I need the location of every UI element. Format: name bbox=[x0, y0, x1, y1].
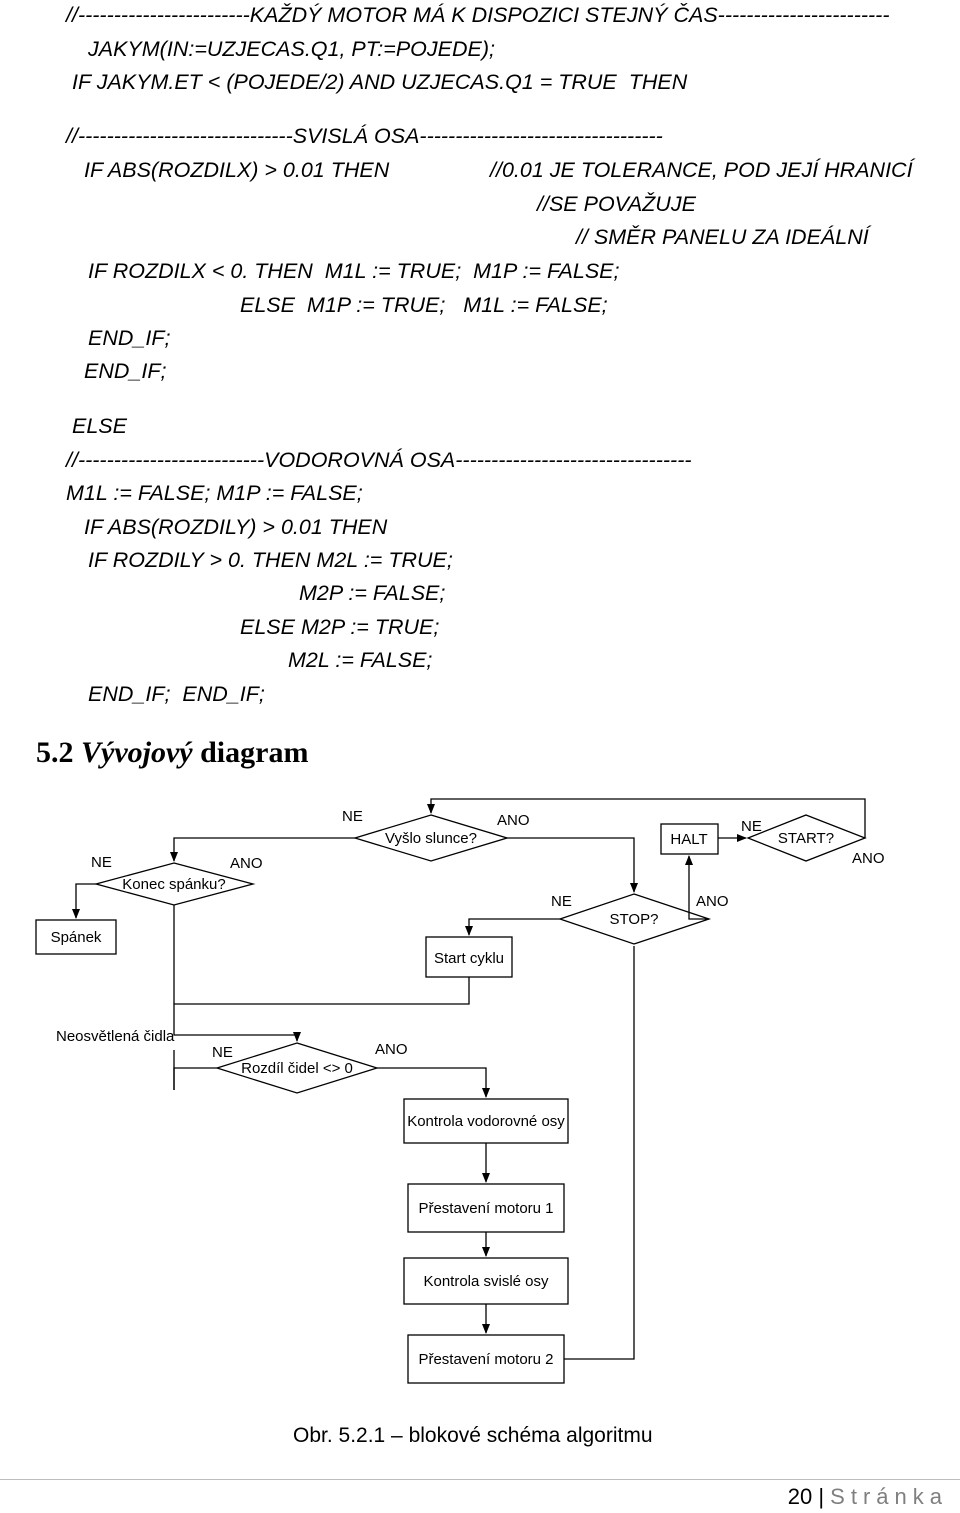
code-line-1: //------------------------KAŽDÝ MOTOR MÁ… bbox=[66, 3, 890, 27]
rozdil-cidel-diamond bbox=[214, 1042, 380, 1094]
spanek-box bbox=[35, 919, 117, 955]
code-line-3: IF JAKYM.ET < (POJEDE/2) AND UZJECAS.Q1 … bbox=[72, 70, 688, 94]
return-loop-line bbox=[564, 946, 635, 1360]
code-line-7: ELSE M1P := TRUE; M1L := FALSE; bbox=[240, 293, 608, 317]
halt-box bbox=[660, 823, 719, 855]
code-line-5: IF ABS(ROZDILX) > 0.01 THEN bbox=[84, 158, 390, 182]
start-cyklu-box bbox=[425, 936, 513, 978]
kontrola-svisle-box bbox=[403, 1257, 569, 1305]
code-line-12: M1L := FALSE; M1P := FALSE; bbox=[66, 481, 363, 505]
start-cyklu-line bbox=[173, 977, 470, 1042]
code-line-18: END_IF; END_IF; bbox=[88, 682, 265, 706]
stop-label: STOP? bbox=[610, 911, 659, 928]
vyslo-slunce-diamond bbox=[352, 814, 510, 862]
vyslo-ne-line bbox=[170, 837, 355, 862]
code-line-9: END_IF; bbox=[84, 359, 167, 383]
start-diamond bbox=[746, 814, 867, 862]
vyslo-ano-line bbox=[507, 837, 638, 893]
neosvetlena-cidla-label: Neosvětlená čidla bbox=[56, 1028, 175, 1045]
stop-ano-line bbox=[685, 855, 709, 920]
rozdil-ne-line bbox=[173, 1067, 217, 1090]
kontrola-svisle-label: Kontrola svislé osy bbox=[423, 1273, 549, 1290]
halt-label: HALT bbox=[670, 831, 707, 848]
footer-divider bbox=[0, 1479, 960, 1480]
ano-label-start: ANO bbox=[852, 850, 885, 867]
konec-spanku-label: Konec spánku? bbox=[122, 876, 225, 893]
code-line-10: ELSE bbox=[72, 414, 127, 438]
ano-label-vyslo: ANO bbox=[497, 812, 530, 829]
ano-label-konec: ANO bbox=[230, 855, 263, 872]
code-comment-1: //0.01 JE TOLERANCE, POD JEJÍ HRANICÍ bbox=[490, 158, 913, 182]
ne-label-stop: NE bbox=[551, 893, 572, 910]
heading-number: 5.2 bbox=[36, 736, 74, 769]
kontrola-vodorovne-label: Kontrola vodorovné osy bbox=[407, 1113, 565, 1130]
code-line-2: JAKYM(IN:=UZJECAS.Q1, PT:=POJEDE); bbox=[88, 37, 495, 61]
code-comment-3: // SMĚR PANELU ZA IDEÁLNÍ bbox=[576, 225, 869, 249]
ano-label-rozdil: ANO bbox=[375, 1041, 408, 1058]
prestaveni-1-box bbox=[407, 1183, 565, 1233]
code-line-11: //--------------------------VODOROVNÁ OS… bbox=[66, 448, 692, 472]
spanek-label: Spánek bbox=[51, 929, 102, 946]
heading-word-2: diagram bbox=[200, 736, 309, 769]
flowchart: Vyšlo slunce? HALT START? Konec spánku? … bbox=[35, 798, 885, 1384]
loop-top-line bbox=[427, 798, 866, 838]
konec-ne-line bbox=[72, 883, 96, 919]
stop-ne-line bbox=[465, 918, 560, 936]
section-heading: 5.2 Vývojový diagram bbox=[36, 736, 308, 770]
code-line-8: END_IF; bbox=[88, 326, 171, 350]
code-line-15: M2P := FALSE; bbox=[299, 581, 446, 605]
figure-caption: Obr. 5.2.1 – blokové schéma algoritmu bbox=[293, 1424, 653, 1447]
stop-diamond bbox=[557, 893, 712, 945]
prestaveni-1-label: Přestavení motoru 1 bbox=[418, 1200, 553, 1217]
start-label: START? bbox=[778, 830, 834, 847]
rozdil-ano-line bbox=[377, 1067, 490, 1098]
footer-separator: | bbox=[818, 1484, 825, 1509]
heading-word-1: Vývojový bbox=[81, 736, 193, 769]
code-line-13: IF ABS(ROZDILY) > 0.01 THEN bbox=[84, 515, 388, 539]
footer-word: Stránka bbox=[830, 1484, 948, 1509]
start-cyklu-label: Start cyklu bbox=[434, 950, 504, 967]
code-line-4: //------------------------------SVISLÁ O… bbox=[66, 124, 663, 148]
code-line-6: IF ROZDILX < 0. THEN M1L := TRUE; M1P :=… bbox=[88, 259, 620, 283]
page-footer: 20 | Stránka bbox=[788, 1484, 948, 1510]
ne-label-vyslo: NE bbox=[342, 808, 363, 825]
code-comment-2: //SE POVAŽUJE bbox=[537, 192, 696, 216]
code-line-16: ELSE M2P := TRUE; bbox=[240, 615, 440, 639]
ne-label-rozdil: NE bbox=[212, 1044, 233, 1061]
vyslo-slunce-label: Vyšlo slunce? bbox=[385, 830, 477, 847]
code-line-14: IF ROZDILY > 0. THEN M2L := TRUE; bbox=[88, 548, 453, 572]
ne-label-konec: NE bbox=[91, 854, 112, 871]
ano-label-stop: ANO bbox=[696, 893, 729, 910]
ne-label-start: NE bbox=[741, 818, 762, 835]
prestaveni-2-label: Přestavení motoru 2 bbox=[418, 1351, 553, 1368]
prestaveni-2-box bbox=[407, 1334, 565, 1384]
code-line-17: M2L := FALSE; bbox=[288, 648, 433, 672]
page-number: 20 bbox=[787, 1484, 813, 1509]
rozdil-cidel-label: Rozdíl čidel <> 0 bbox=[241, 1060, 353, 1077]
